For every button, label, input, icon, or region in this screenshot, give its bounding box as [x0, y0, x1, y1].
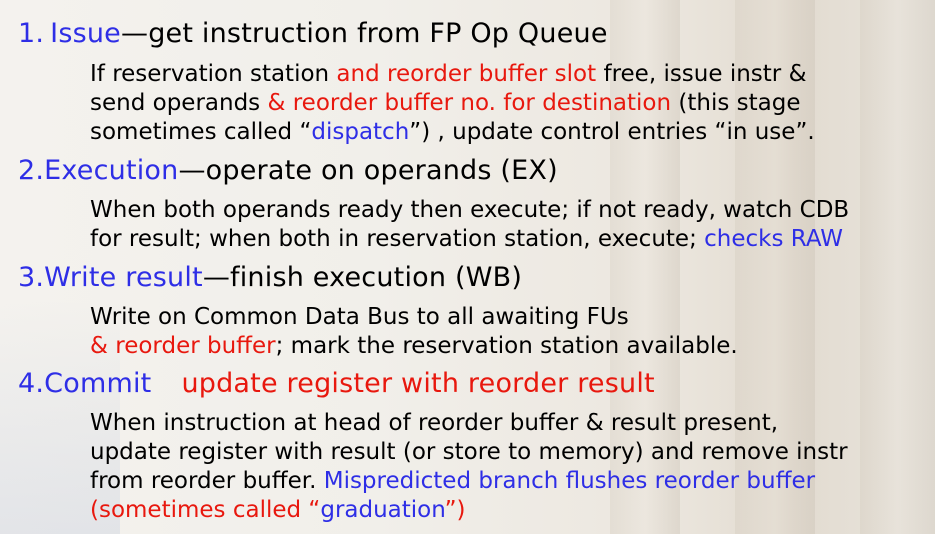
section-heading-execution: 2.Execution—operate on operands (EX) [18, 155, 558, 187]
section-subtitle: —get instruction from FP Op Queue [121, 18, 608, 49]
section-title: Commit [44, 368, 152, 399]
text-segment: checks RAW [704, 226, 844, 252]
body-line: If reservation station and reorder buffe… [90, 60, 815, 89]
section-title: Write result [44, 262, 203, 293]
text-segment: ”) [444, 497, 466, 523]
section-subtitle: update register with reorder result [181, 368, 655, 399]
text-segment: & reorder buffer no. for destination [267, 90, 672, 116]
section-number: 4. [18, 368, 45, 399]
text-segment: If reservation station [90, 61, 337, 87]
text-segment: (this stage [671, 90, 801, 116]
section-body-commit: When instruction at head of reorder buff… [90, 409, 848, 525]
text-segment: and reorder buffer slot [336, 61, 597, 87]
section-body-issue: If reservation station and reorder buffe… [90, 60, 815, 147]
text-segment: update register with result (or store to… [90, 439, 848, 465]
body-line: from reorder buffer. Mispredicted branch… [90, 467, 848, 496]
body-line: (sometimes called “graduation”) [90, 496, 848, 525]
text-segment: for result; when both in reservation sta… [90, 226, 705, 252]
text-segment: free, issue instr & [596, 61, 807, 87]
section-heading-issue: 1.Issue—get instruction from FP Op Queue [18, 18, 608, 50]
section-subtitle: —finish execution (WB) [202, 262, 523, 293]
text-segment: sometimes called “ [90, 119, 312, 145]
text-segment: When both operands ready then execute; i… [90, 197, 850, 223]
body-line: sometimes called “dispatch”) , update co… [90, 118, 815, 147]
text-segment: & reorder buffer [90, 333, 276, 359]
body-line: for result; when both in reservation sta… [90, 225, 849, 254]
section-number: 2. [18, 155, 45, 186]
text-segment: Mispredicted branch flushes reorder buff… [323, 468, 816, 494]
section-heading-commit: 4.Commit update register with reorder res… [18, 368, 655, 400]
section-body-execution: When both operands ready then execute; i… [90, 196, 849, 254]
text-segment: Write on Common Data Bus to all awaiting… [90, 304, 629, 330]
body-line: & reorder buffer; mark the reservation s… [90, 332, 738, 361]
section-title: Issue [50, 18, 121, 49]
text-segment: ”) , update control entries “in use”. [409, 119, 815, 145]
text-segment: ; mark the reservation station available… [275, 333, 738, 359]
body-line: When instruction at head of reorder buff… [90, 409, 848, 438]
text-segment: graduation [320, 497, 445, 523]
section-heading-write-result: 3.Write result—finish execution (WB) [18, 262, 522, 294]
text-segment: send operands [90, 90, 268, 116]
text-segment: from reorder buffer. [90, 468, 324, 494]
text-segment: dispatch [311, 119, 410, 145]
text-segment: (sometimes called “ [90, 497, 321, 523]
section-number: 3. [18, 262, 45, 293]
text-segment: When instruction at head of reorder buff… [90, 410, 779, 436]
section-title: Execution [44, 155, 179, 186]
body-line: send operands & reorder buffer no. for d… [90, 89, 815, 118]
body-line: When both operands ready then execute; i… [90, 196, 849, 225]
body-line: update register with result (or store to… [90, 438, 848, 467]
body-line: Write on Common Data Bus to all awaiting… [90, 303, 738, 332]
section-subtitle: —operate on operands (EX) [178, 155, 558, 186]
section-number: 1. [18, 18, 45, 49]
section-body-write-result: Write on Common Data Bus to all awaiting… [90, 303, 738, 361]
